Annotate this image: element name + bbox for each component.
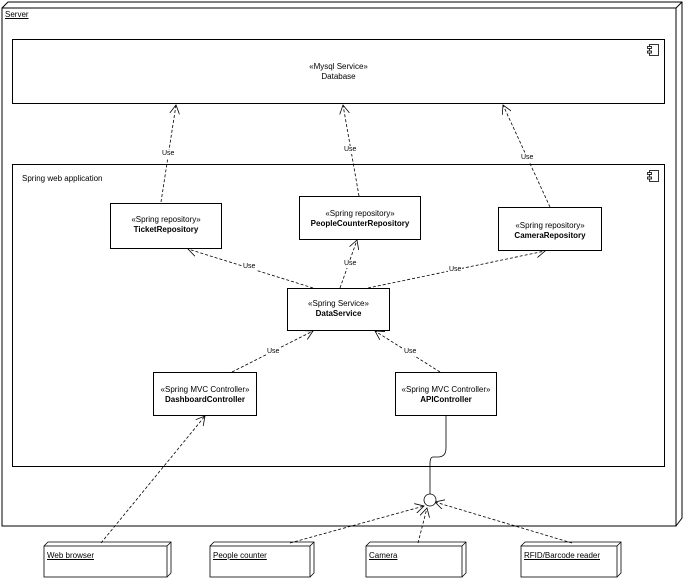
component-icon xyxy=(647,44,659,56)
rfid-barcode-reader-node[interactable]: RFID/Barcode reader xyxy=(524,551,601,560)
use-label: Use xyxy=(343,260,358,268)
spring-web-application-label: Spring web application xyxy=(22,174,103,183)
use-label: Use xyxy=(266,348,281,356)
api-controller-text: «Spring MVC Controller» APIController xyxy=(396,385,496,405)
dashboard-controller-component[interactable]: «Spring MVC Controller» DashboardControl… xyxy=(153,372,257,416)
data-service-component[interactable]: «Spring Service» DataService xyxy=(287,288,390,331)
dep-ticket-database xyxy=(160,105,176,203)
database-component[interactable]: «Mysql Service» Database xyxy=(12,39,665,104)
database-text: «Mysql Service» Database xyxy=(13,62,664,82)
people-counter-node-frame xyxy=(209,541,315,578)
component-name: DashboardController xyxy=(164,395,245,404)
dep-rfid-interface xyxy=(435,502,573,544)
component-name: DataService xyxy=(315,309,362,318)
rfid-node-frame xyxy=(520,541,622,578)
use-label: Use xyxy=(403,348,418,356)
camera-repository-component[interactable]: «Spring repository» CameraRepository xyxy=(498,207,602,251)
dep-camera-interface xyxy=(417,508,427,544)
data-service-text: «Spring Service» DataService xyxy=(288,299,389,319)
component-stereotype: «Spring MVC Controller» xyxy=(160,385,250,394)
component-stereotype: «Spring Service» xyxy=(308,299,369,308)
people-counter-repository-text: «Spring repository» PeopleCounterReposit… xyxy=(300,209,420,229)
camera-node[interactable]: Camera xyxy=(369,551,398,560)
people-counter-repository-component[interactable]: «Spring repository» PeopleCounterReposit… xyxy=(299,196,421,240)
database-stereotype: «Mysql Service» xyxy=(309,62,368,71)
spring-web-application-component[interactable]: Spring web application xyxy=(12,164,665,467)
use-label: Use xyxy=(242,263,257,271)
interface-lollipop xyxy=(423,493,437,507)
component-name: TicketRepository xyxy=(133,225,199,234)
web-browser-node-frame xyxy=(43,541,172,578)
camera-repository-text: «Spring repository» CameraRepository xyxy=(499,221,601,241)
ticket-repository-component[interactable]: «Spring repository» TicketRepository xyxy=(110,203,222,249)
use-label: Use xyxy=(520,154,535,162)
use-label: Use xyxy=(343,146,358,154)
dep-api-service xyxy=(375,331,441,373)
camera-node-frame xyxy=(365,541,467,578)
api-provided-interface xyxy=(423,416,447,507)
web-browser-node[interactable]: Web browser xyxy=(47,551,94,560)
dep-browser-dashboard xyxy=(100,416,205,544)
ticket-repository-text: «Spring repository» TicketRepository xyxy=(111,215,221,235)
use-label: Use xyxy=(161,150,176,158)
api-controller-component[interactable]: «Spring MVC Controller» APIController xyxy=(395,372,497,416)
server-node-label: Server xyxy=(5,10,29,19)
dep-people-interface xyxy=(289,506,424,544)
component-name: CameraRepository xyxy=(514,231,586,240)
component-name: APIController xyxy=(420,395,472,404)
component-stereotype: «Spring MVC Controller» xyxy=(401,385,491,394)
dashboard-controller-text: «Spring MVC Controller» DashboardControl… xyxy=(154,385,256,405)
component-stereotype: «Spring repository» xyxy=(325,209,395,218)
component-name: PeopleCounterRepository xyxy=(310,219,410,228)
use-label: Use xyxy=(448,266,463,274)
people-counter-node[interactable]: People counter xyxy=(213,551,267,560)
component-stereotype: «Spring repository» xyxy=(515,221,585,230)
component-icon xyxy=(647,170,659,182)
database-name: Database xyxy=(321,72,356,81)
external-node-frames xyxy=(43,541,622,578)
component-stereotype: «Spring repository» xyxy=(131,215,201,224)
